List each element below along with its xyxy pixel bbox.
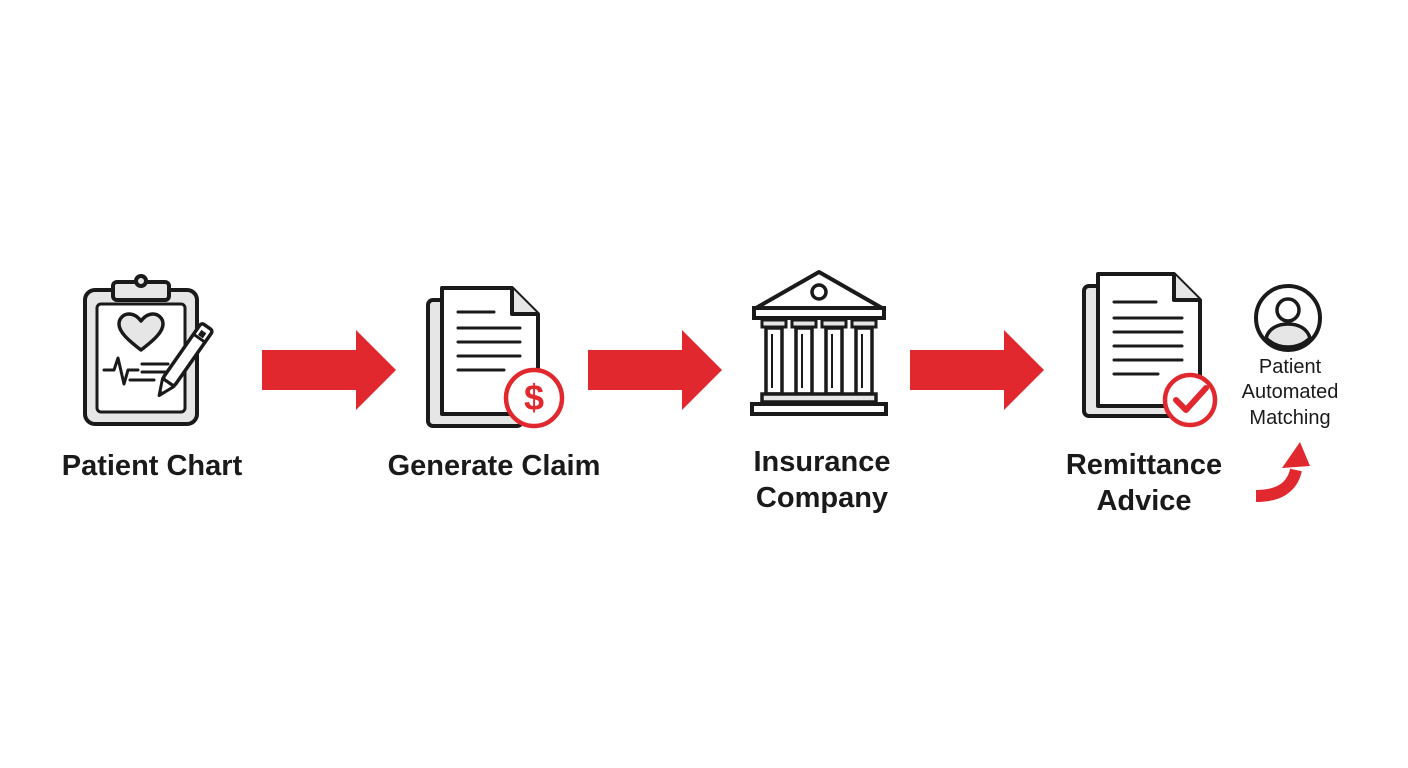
flow-arrow-3 xyxy=(910,330,1044,410)
side-step-label: Patient Automated Matching xyxy=(1241,356,1339,429)
step-label-patient-chart: Patient Chart xyxy=(61,450,243,482)
clipboard-heart-icon xyxy=(80,272,240,432)
flow-arrow-2 xyxy=(588,330,722,410)
svg-text:$: $ xyxy=(524,377,544,418)
user-avatar-icon xyxy=(1252,282,1324,354)
step-label-generate-claim: Generate Claim xyxy=(387,450,601,482)
flow-arrow-1 xyxy=(262,330,396,410)
document-dollar-icon: $ xyxy=(420,280,570,430)
bank-building-icon xyxy=(748,268,890,420)
step-label-insurance-company: Insurance Company xyxy=(753,446,891,515)
curved-up-arrow xyxy=(1255,442,1310,502)
document-check-icon xyxy=(1078,270,1224,430)
step-label-remittance-advice: Remittance Advice xyxy=(1065,449,1223,518)
